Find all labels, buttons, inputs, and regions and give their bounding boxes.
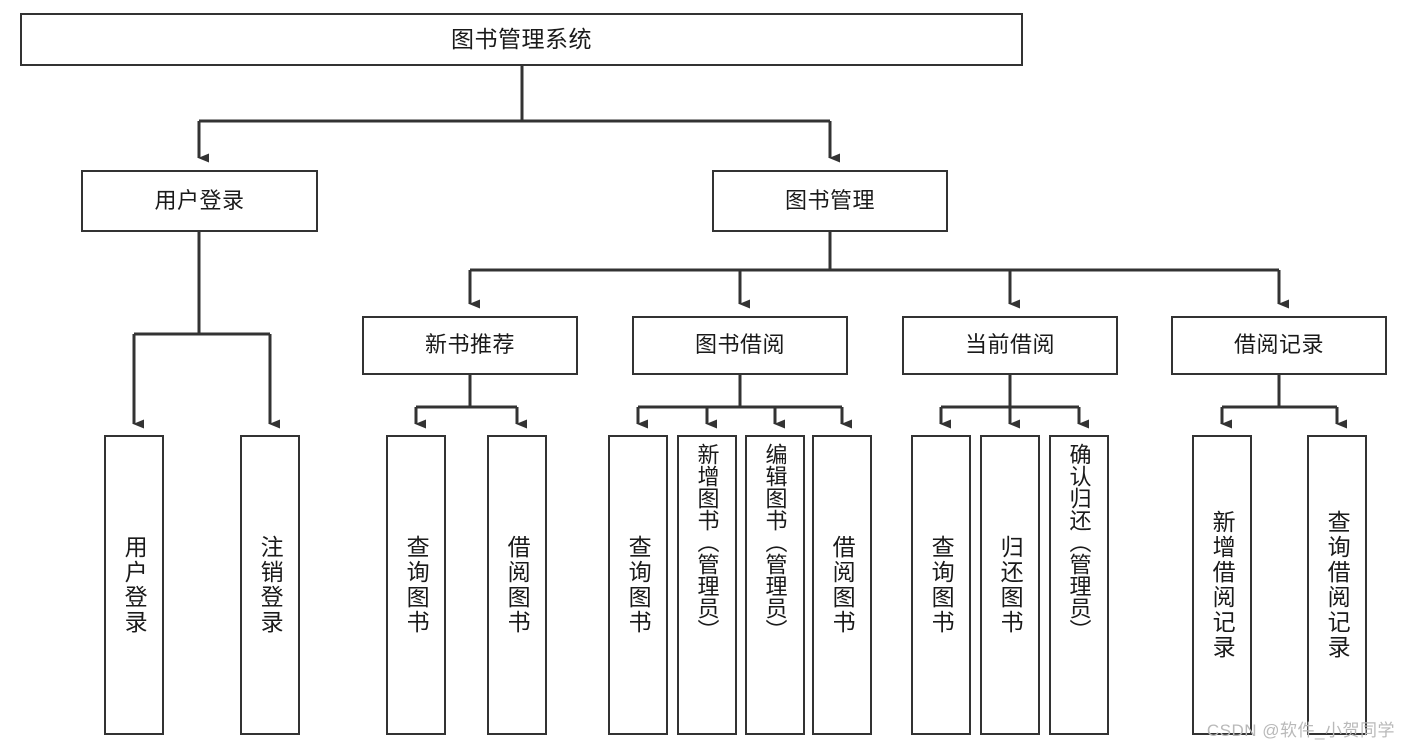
node-leaf-query-record[interactable]: 查询借阅记录 <box>1307 435 1367 735</box>
node-leaf-add-record-label: 新增借阅记录 <box>1209 510 1236 660</box>
node-leaf-confirm-return-label: 确认归还（管理员） <box>1066 443 1092 641</box>
node-leaf-add-book-label: 新增图书（管理员） <box>694 443 720 641</box>
node-leaf-add-record[interactable]: 新增借阅记录 <box>1192 435 1252 735</box>
node-borrow-record-label: 借阅记录 <box>1233 332 1324 358</box>
node-leaf-user-logout[interactable]: 注销登录 <box>240 435 300 735</box>
node-leaf-return-book[interactable]: 归还图书 <box>980 435 1040 735</box>
node-leaf-add-book[interactable]: 新增图书（管理员） <box>677 435 737 735</box>
node-leaf-query-book-2-label: 查询图书 <box>625 535 652 635</box>
node-leaf-borrow-book-1[interactable]: 借阅图书 <box>487 435 547 735</box>
node-leaf-query-record-label: 查询借阅记录 <box>1324 510 1351 660</box>
node-leaf-user-logout-label: 注销登录 <box>257 535 284 635</box>
node-book-borrow-label: 图书借阅 <box>694 332 785 358</box>
node-leaf-query-book-3[interactable]: 查询图书 <box>911 435 971 735</box>
node-leaf-query-book-1[interactable]: 查询图书 <box>386 435 446 735</box>
node-user-login[interactable]: 用户登录 <box>81 170 318 232</box>
node-leaf-user-login-label: 用户登录 <box>121 535 148 635</box>
node-leaf-user-login[interactable]: 用户登录 <box>104 435 164 735</box>
node-root[interactable]: 图书管理系统 <box>20 13 1023 66</box>
node-leaf-confirm-return[interactable]: 确认归还（管理员） <box>1049 435 1109 735</box>
node-leaf-query-book-2[interactable]: 查询图书 <box>608 435 668 735</box>
node-leaf-query-book-1-label: 查询图书 <box>403 535 430 635</box>
node-leaf-borrow-book-1-label: 借阅图书 <box>504 535 531 635</box>
node-leaf-borrow-book-2-label: 借阅图书 <box>829 535 856 635</box>
node-current-borrow-label: 当前借阅 <box>964 332 1055 358</box>
node-current-borrow[interactable]: 当前借阅 <box>902 316 1118 375</box>
node-leaf-query-book-3-label: 查询图书 <box>928 535 955 635</box>
node-leaf-return-book-label: 归还图书 <box>997 535 1024 635</box>
node-root-label: 图书管理系统 <box>451 26 592 53</box>
node-leaf-edit-book-label: 编辑图书（管理员） <box>762 443 788 641</box>
watermark: CSDN @软件_小贺同学 <box>1206 721 1395 740</box>
node-user-login-label: 用户登录 <box>154 187 245 213</box>
node-book-manage-label: 图书管理 <box>784 187 875 213</box>
node-new-book-recommend-label: 新书推荐 <box>424 332 515 358</box>
node-leaf-borrow-book-2[interactable]: 借阅图书 <box>812 435 872 735</box>
node-book-manage[interactable]: 图书管理 <box>712 170 948 232</box>
node-borrow-record[interactable]: 借阅记录 <box>1171 316 1387 375</box>
node-book-borrow[interactable]: 图书借阅 <box>632 316 848 375</box>
node-new-book-recommend[interactable]: 新书推荐 <box>362 316 578 375</box>
node-leaf-edit-book[interactable]: 编辑图书（管理员） <box>745 435 805 735</box>
